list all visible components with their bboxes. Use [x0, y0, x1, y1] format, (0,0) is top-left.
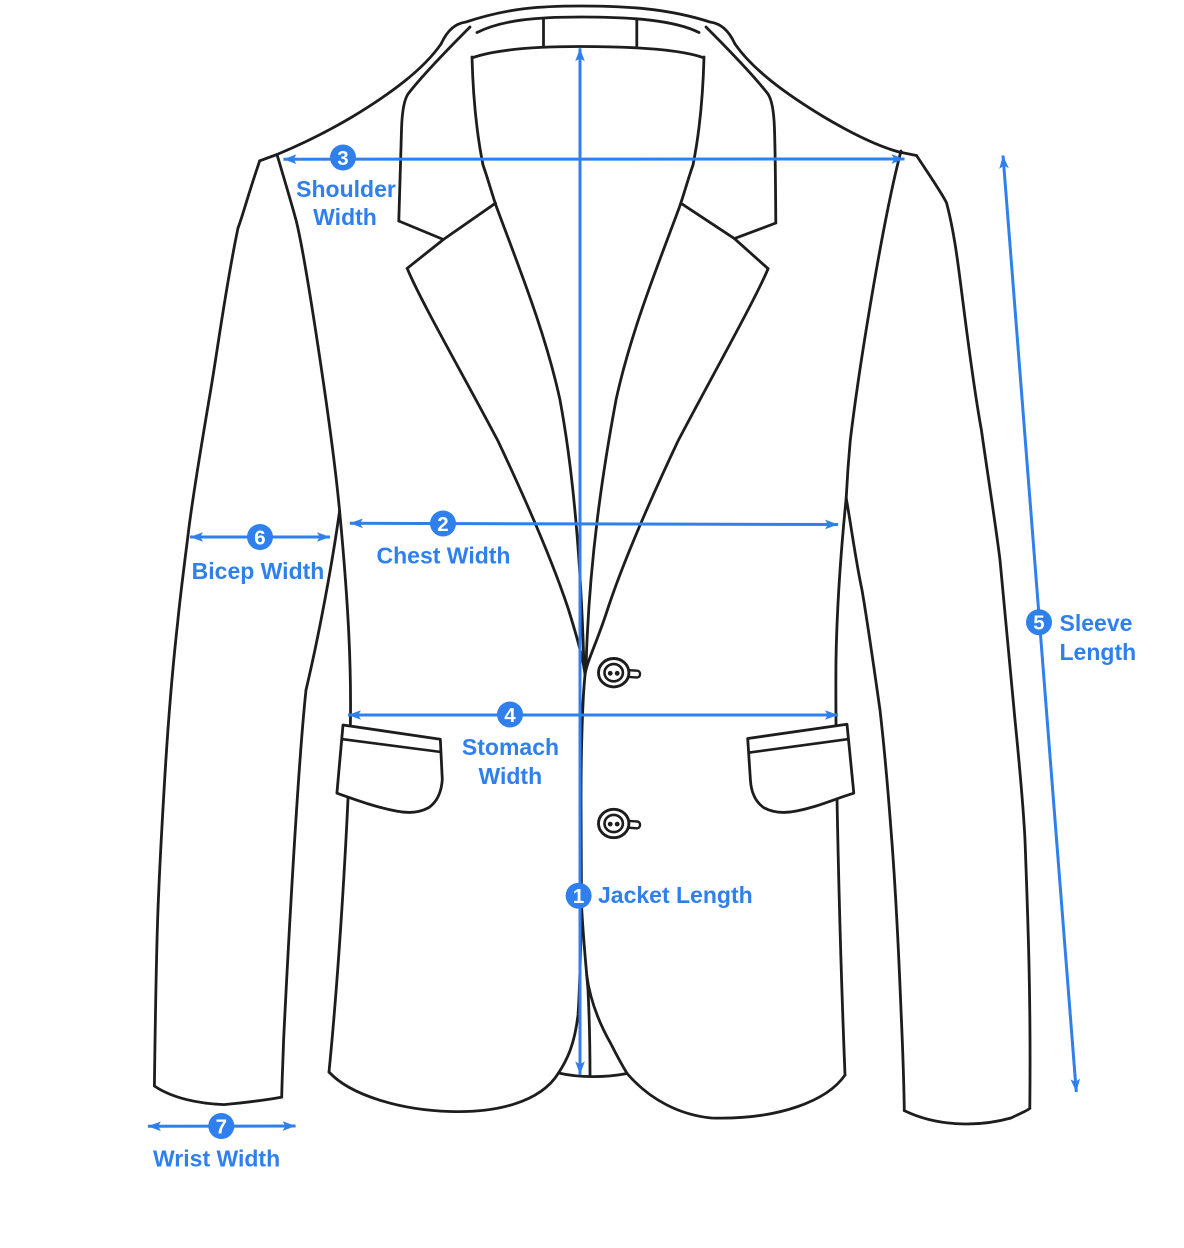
svg-text:Stomach: Stomach — [462, 734, 559, 760]
svg-text:3: 3 — [337, 147, 348, 170]
svg-text:Bicep Width: Bicep Width — [192, 558, 325, 584]
svg-text:Chest Width: Chest Width — [377, 543, 511, 569]
svg-text:1: 1 — [573, 885, 584, 908]
svg-text:6: 6 — [254, 527, 265, 550]
svg-text:5: 5 — [1033, 612, 1044, 635]
svg-text:4: 4 — [504, 704, 516, 727]
svg-text:Width: Width — [313, 204, 377, 230]
svg-text:Length: Length — [1060, 639, 1137, 665]
svg-text:Wrist Width: Wrist Width — [153, 1146, 280, 1172]
svg-text:Jacket Length: Jacket Length — [598, 882, 753, 908]
svg-text:7: 7 — [216, 1116, 227, 1139]
svg-text:Shoulder: Shoulder — [296, 176, 396, 202]
svg-text:2: 2 — [437, 513, 448, 536]
svg-text:Width: Width — [478, 763, 542, 789]
svg-text:Sleeve: Sleeve — [1060, 610, 1133, 636]
